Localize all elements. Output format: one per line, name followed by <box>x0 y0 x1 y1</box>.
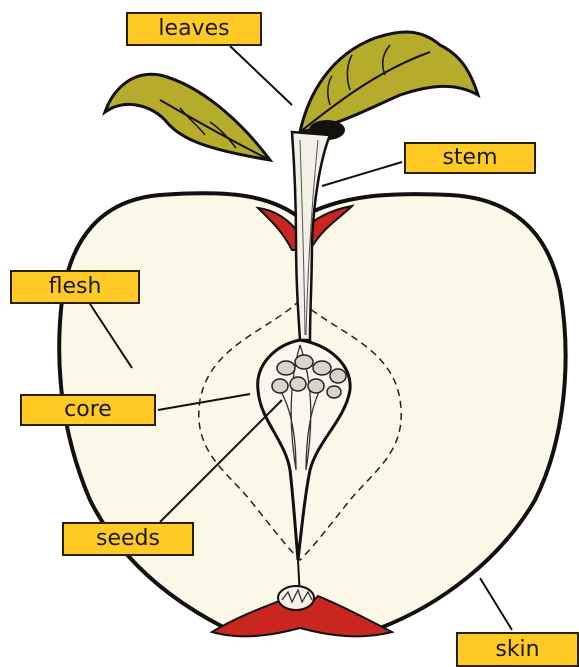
leaves-pointer <box>230 46 292 105</box>
stem-pointer <box>322 162 402 186</box>
stem-label: stem <box>404 142 536 174</box>
flesh-label: flesh <box>10 270 140 304</box>
leaves-label: leaves <box>126 12 262 46</box>
skin-pointer <box>480 578 512 630</box>
skin-label: skin <box>456 632 579 667</box>
core-label: core <box>20 394 156 426</box>
seeds-label: seeds <box>62 522 194 556</box>
